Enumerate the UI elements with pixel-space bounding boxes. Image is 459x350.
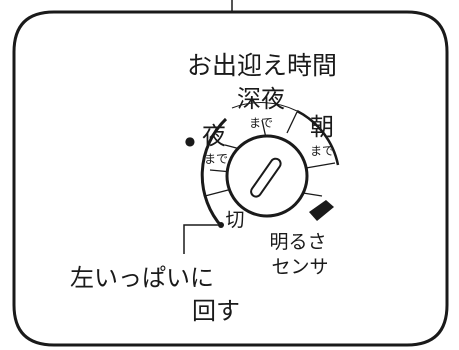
- panel-title: お出迎え時間: [187, 51, 337, 80]
- scale-tick: [302, 192, 323, 197]
- dial-pointer: [250, 157, 282, 198]
- scale-tick: [305, 162, 336, 169]
- label-morning-sub: まで: [310, 144, 334, 158]
- instruction-line-1: 左いっぱいに: [70, 264, 214, 292]
- night-marker: ●: [185, 134, 195, 148]
- label-off: 切: [225, 209, 244, 231]
- label-sensor: センサ: [271, 256, 328, 278]
- dial: [200, 102, 340, 228]
- callout-leader-line: [183, 224, 221, 254]
- instruction-line-2: 回す: [192, 297, 240, 325]
- label-brightness: 明るさ: [269, 231, 326, 253]
- label-morning: 朝: [310, 113, 334, 141]
- dial-arc-top: [231, 102, 298, 112]
- dial-arc-right: [296, 109, 340, 166]
- scale-tick: [286, 111, 298, 134]
- dial-arc-left: [200, 117, 228, 228]
- sensor-segment-marker: [309, 200, 334, 221]
- label-night-sub: まで: [204, 152, 228, 166]
- label-late-night: 深夜: [237, 85, 285, 113]
- label-late-night-sub: まで: [249, 116, 273, 130]
- scale-tick: [204, 188, 233, 197]
- label-night: 夜: [202, 122, 226, 150]
